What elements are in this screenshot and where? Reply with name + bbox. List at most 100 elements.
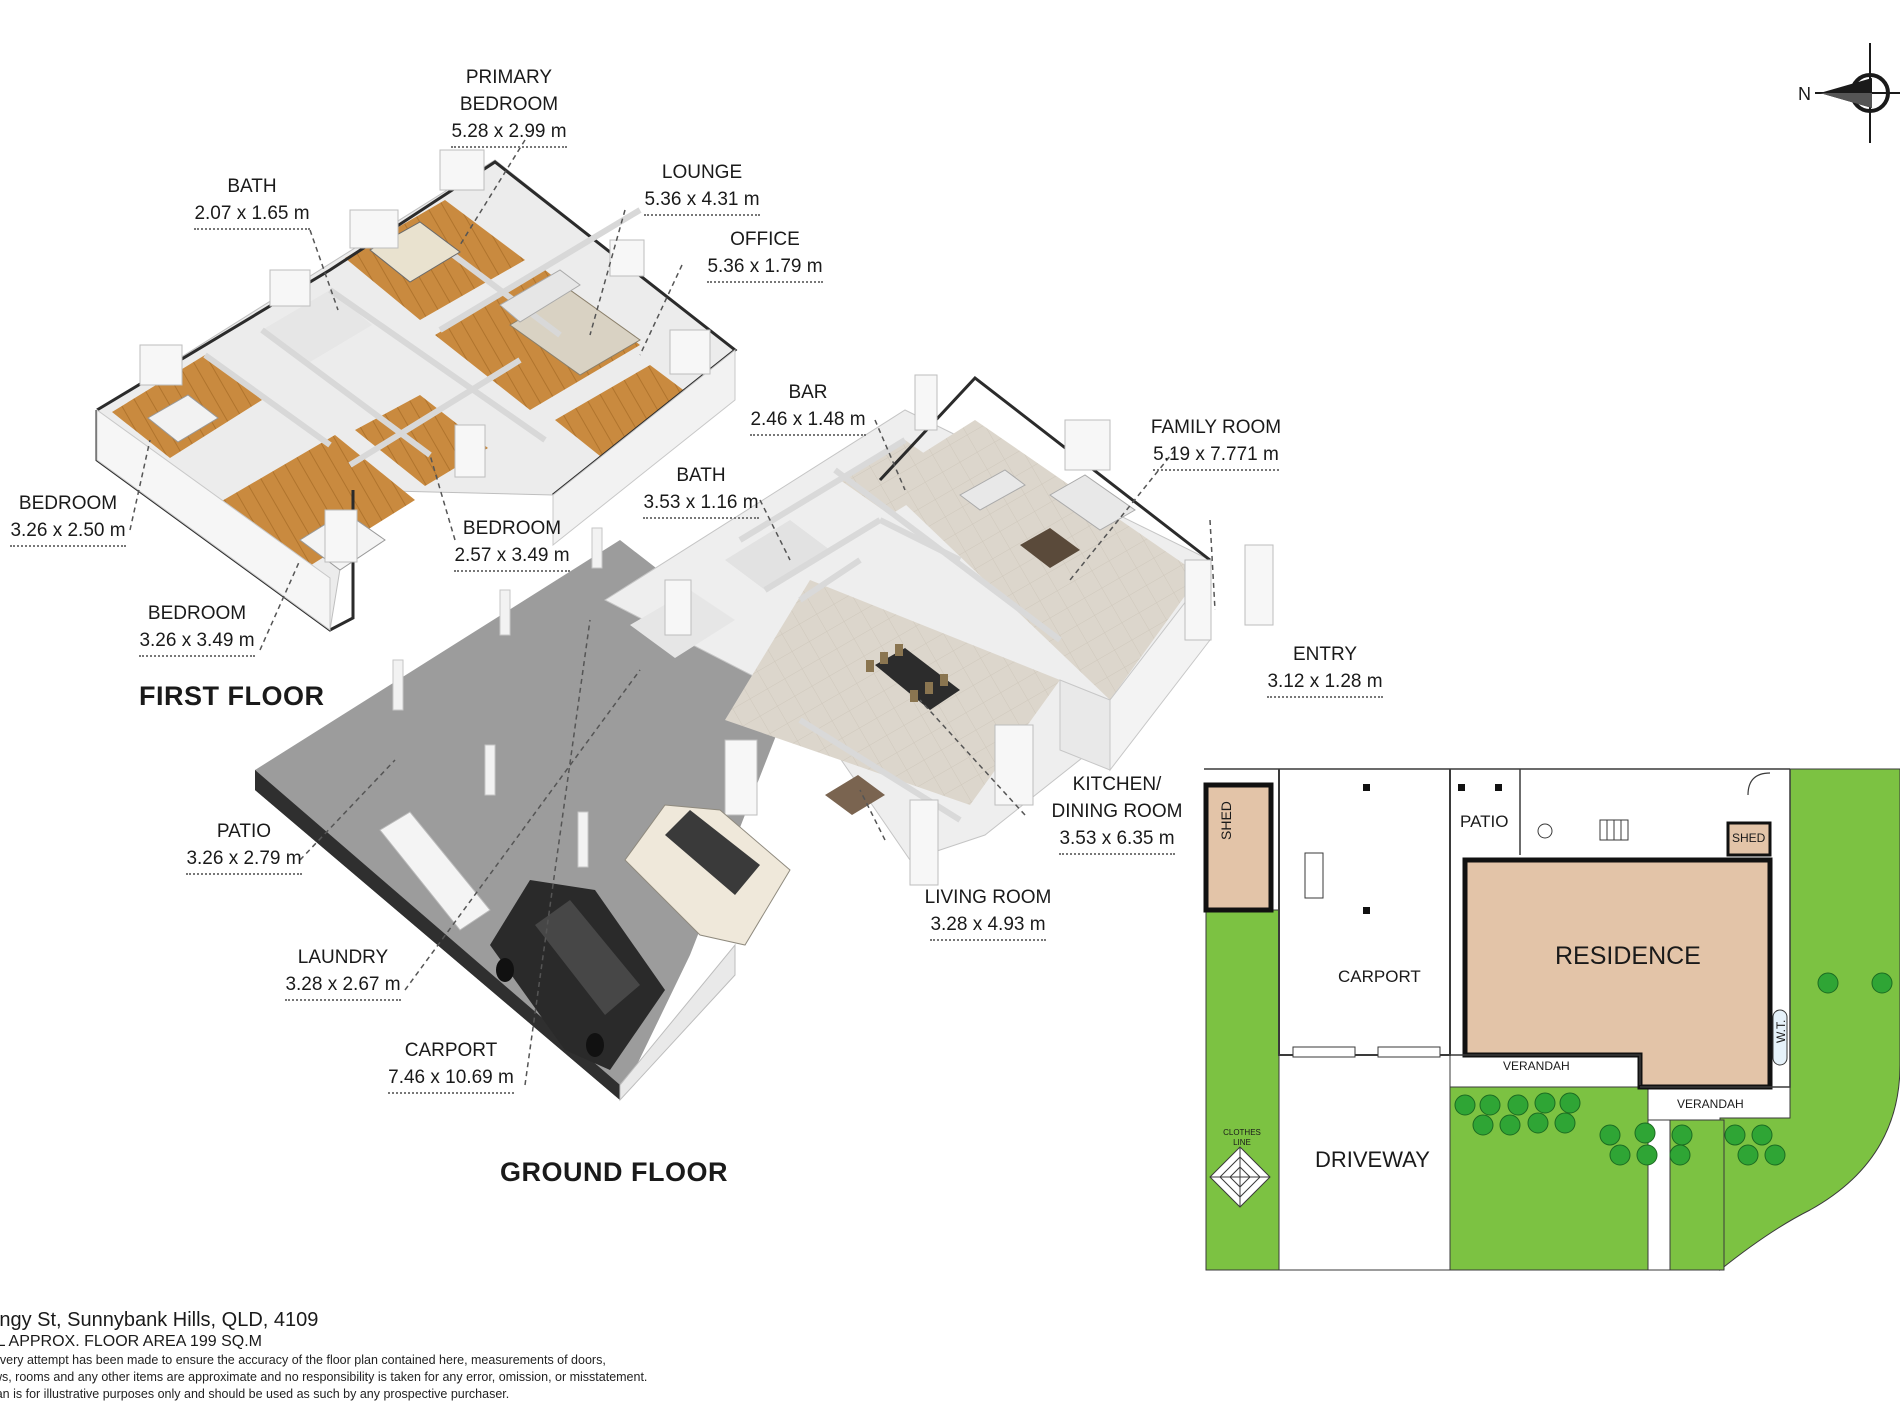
sofa (959, 469, 1026, 511)
first-floor-model (95, 149, 738, 632)
room-label-bar: BAR 2.46 x 1.48 m (738, 379, 878, 436)
room-label-primary-bedroom: PRIMARY BEDROOM 5.28 x 2.99 m (424, 64, 594, 148)
room-name: BEDROOM (459, 94, 559, 115)
compass-north-label: N (1798, 84, 1811, 104)
car-black (490, 880, 665, 1070)
shed-right (1726, 821, 1772, 857)
kitchen-dining-floor (725, 580, 1060, 805)
room-dimensions: 2.07 x 1.65 m (194, 200, 310, 230)
room-dimensions: 5.36 x 4.31 m (644, 186, 760, 216)
shed-left (1203, 782, 1274, 913)
leader-lines (129, 139, 1216, 1086)
room-name: BATH (227, 176, 277, 197)
sofa (499, 269, 581, 323)
lawn-bottom (1449, 1086, 1649, 1271)
north-arrow-icon (1815, 43, 1900, 143)
bed (369, 221, 461, 283)
room-dimensions: 5.28 x 2.99 m (451, 118, 567, 148)
sofa (1049, 474, 1136, 531)
site-wt-label: W.T. (1774, 1019, 1788, 1043)
site-driveway-label: DRIVEWAY (1315, 1147, 1430, 1172)
disclaimer-line: ows, rooms and any other items are appro… (0, 1370, 648, 1384)
coffee-table (825, 775, 885, 815)
room-label-bath-ground: BATH 3.53 x 1.16 m (631, 462, 771, 519)
room-name: KITCHEN/ (1072, 774, 1162, 795)
site-shed-right-label: SHED (1732, 831, 1766, 845)
room-dimensions: 3.26 x 2.79 m (186, 845, 302, 875)
footer-info: Angy St, Sunnybank Hills, QLD, 4109 AL A… (0, 1308, 647, 1403)
room-label-bedroom-left: BEDROOM 3.26 x 2.50 m (0, 490, 138, 547)
ground-floor-exterior-wall (878, 375, 1211, 562)
floor-area: AL APPROX. FLOOR AREA 199 SQ.M (0, 1333, 262, 1350)
site-carport-label: CARPORT (1338, 967, 1421, 986)
room-name: BEDROOM (147, 603, 247, 624)
room-dimensions: 2.46 x 1.48 m (750, 406, 866, 436)
bed (147, 394, 219, 443)
bath-floor (262, 290, 372, 365)
carport-slab (255, 540, 800, 1100)
room-name: PATIO (216, 821, 272, 842)
dining-table (875, 648, 960, 710)
residence-footprint (1462, 857, 1773, 1090)
room-dimensions: 3.12 x 1.28 m (1267, 668, 1383, 698)
room-label-bedroom-middle: BEDROOM 2.57 x 3.49 m (442, 515, 582, 572)
room-name: LAUNDRY (297, 947, 389, 968)
carport-bench (379, 811, 491, 931)
garden-trees (1454, 972, 1893, 1166)
room-name: PRIMARY (465, 67, 553, 88)
room-label-bedroom-bottom: BEDROOM 3.26 x 3.49 m (127, 600, 267, 657)
ground-floor-model (255, 374, 1274, 1102)
first-floor-title: FIRST FLOOR (139, 681, 325, 711)
room-name: LIVING ROOM (924, 887, 1052, 908)
room-name: BEDROOM (18, 493, 118, 514)
room-name: BAR (788, 382, 828, 403)
room-dimensions: 3.53 x 6.35 m (1059, 825, 1175, 855)
site-shed-left-label: SHED (1218, 801, 1234, 840)
site-plan (1203, 768, 1900, 1272)
room-label-living-room: LIVING ROOM 3.28 x 4.93 m (913, 884, 1063, 941)
room-dimensions: 3.26 x 2.50 m (10, 517, 126, 547)
room-label-office: OFFICE 5.36 x 1.79 m (695, 226, 835, 283)
room-label-laundry: LAUNDRY 3.28 x 2.67 m (273, 944, 413, 1001)
disclaimer-line: t every attempt has been made to ensure … (0, 1353, 606, 1367)
clothes-line-icon (1209, 1146, 1271, 1208)
room-label-bath-first: BATH 2.07 x 1.65 m (182, 173, 322, 230)
site-verandah-label: VERANDAH (1677, 1097, 1744, 1111)
room-dimensions: 3.53 x 1.16 m (643, 489, 759, 519)
first-floor-wall-face (96, 409, 331, 631)
first-floor-wall-face (552, 348, 736, 547)
water-tank (1772, 1009, 1788, 1066)
room-label-carport: CARPORT 7.46 x 10.69 m (371, 1037, 531, 1094)
ground-floor-wall-face (1059, 679, 1111, 771)
carport-wall (255, 770, 620, 1100)
lawn-left (1205, 909, 1280, 1271)
room-dimensions: 2.57 x 3.49 m (454, 542, 570, 572)
room-name: OFFICE (730, 229, 800, 250)
coffee-table (1020, 528, 1080, 568)
room-name: LOUNGE (661, 162, 743, 183)
room-name: BATH (676, 465, 726, 486)
room-name: BEDROOM (462, 518, 562, 539)
site-clothes-line-label: CLOTHES LINE (1223, 1128, 1261, 1147)
room-dimensions: 5.36 x 1.79 m (707, 253, 823, 283)
room-dimensions: 3.28 x 4.93 m (930, 911, 1046, 941)
office-floor (555, 365, 710, 468)
carport-wall (619, 943, 736, 1102)
room-name: CARPORT (404, 1040, 498, 1061)
room-label-lounge: LOUNGE 5.36 x 4.31 m (632, 159, 772, 216)
site-patio-label: PATIO (1460, 812, 1509, 831)
room-name: ENTRY (1292, 644, 1358, 665)
room-dimensions: 3.26 x 3.49 m (139, 627, 255, 657)
site-verandah-label: VERANDAH (1503, 1059, 1570, 1073)
disclaimer-line: plan is for illustrative purposes only a… (0, 1387, 510, 1401)
bath-floor (725, 520, 830, 590)
site-residence-label: RESIDENCE (1555, 942, 1701, 970)
property-address: Angy St, Sunnybank Hills, QLD, 4109 (0, 1309, 319, 1331)
room-dimensions: 7.46 x 10.69 m (388, 1064, 514, 1094)
room-name: FAMILY ROOM (1150, 417, 1282, 438)
room-label-entry: ENTRY 3.12 x 1.28 m (1255, 641, 1395, 698)
room-label-kitchen-dining: KITCHEN/ DINING ROOM 3.53 x 6.35 m (1037, 771, 1197, 855)
room-name: DINING ROOM (1051, 801, 1183, 822)
room-label-family-room: FAMILY ROOM 5.19 x 7.771 m (1136, 414, 1296, 471)
